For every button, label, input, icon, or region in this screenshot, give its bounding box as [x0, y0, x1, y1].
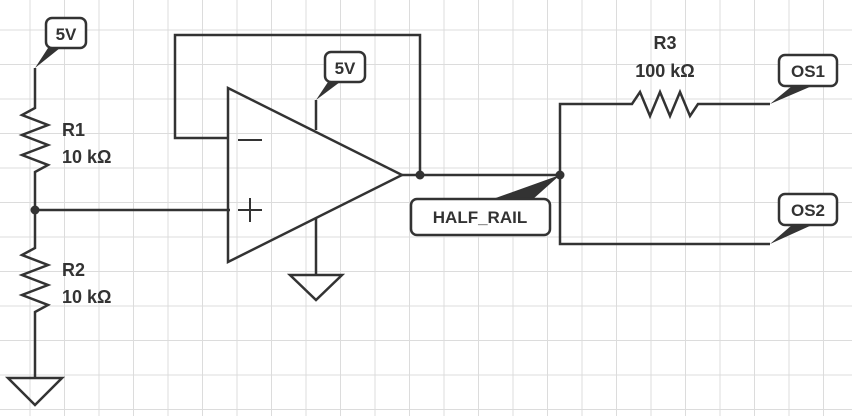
opamp-plus-sign: [238, 198, 262, 222]
net-tag-5v-opamp: 5V: [316, 50, 367, 100]
net-tag-5v-opamp-text: 5V: [335, 59, 356, 78]
net-tag-half-rail-text: HALF_RAIL: [433, 208, 527, 227]
net-tag-os1-text: OS1: [791, 62, 825, 81]
net-tag-os2-text: OS2: [791, 201, 825, 220]
net-tag-half-rail: HALF_RAIL: [409, 175, 560, 237]
net-tag-5v-r1: 5V: [35, 16, 88, 68]
feedback-wire: [173, 33, 422, 175]
r1-ref-label: R1: [62, 120, 85, 140]
r3-value-label: 100 kΩ: [635, 61, 694, 81]
r1-resistor: [18, 100, 52, 180]
r2-ref-label: R2: [62, 260, 85, 280]
net-tag-os1: OS1: [770, 53, 839, 104]
ground-symbol-divider: [4, 376, 66, 407]
net-tag-os2: OS2: [770, 192, 839, 244]
r2-value-label: 10 kΩ: [62, 287, 111, 307]
os1-branch-wire: [558, 102, 770, 175]
divider-wire: [33, 180, 230, 240]
output-junction: [415, 170, 425, 180]
r3-ref-label: R3: [653, 33, 676, 53]
r3-resistor: [625, 88, 705, 120]
r2-resistor: [18, 240, 52, 320]
net-tag-5v-r1-text: 5V: [56, 25, 77, 44]
os2-branch-wire: [558, 175, 770, 246]
ground-symbol-opamp: [286, 273, 346, 302]
divider-junction: [30, 205, 40, 215]
r1-value-label: 10 kΩ: [62, 147, 111, 167]
